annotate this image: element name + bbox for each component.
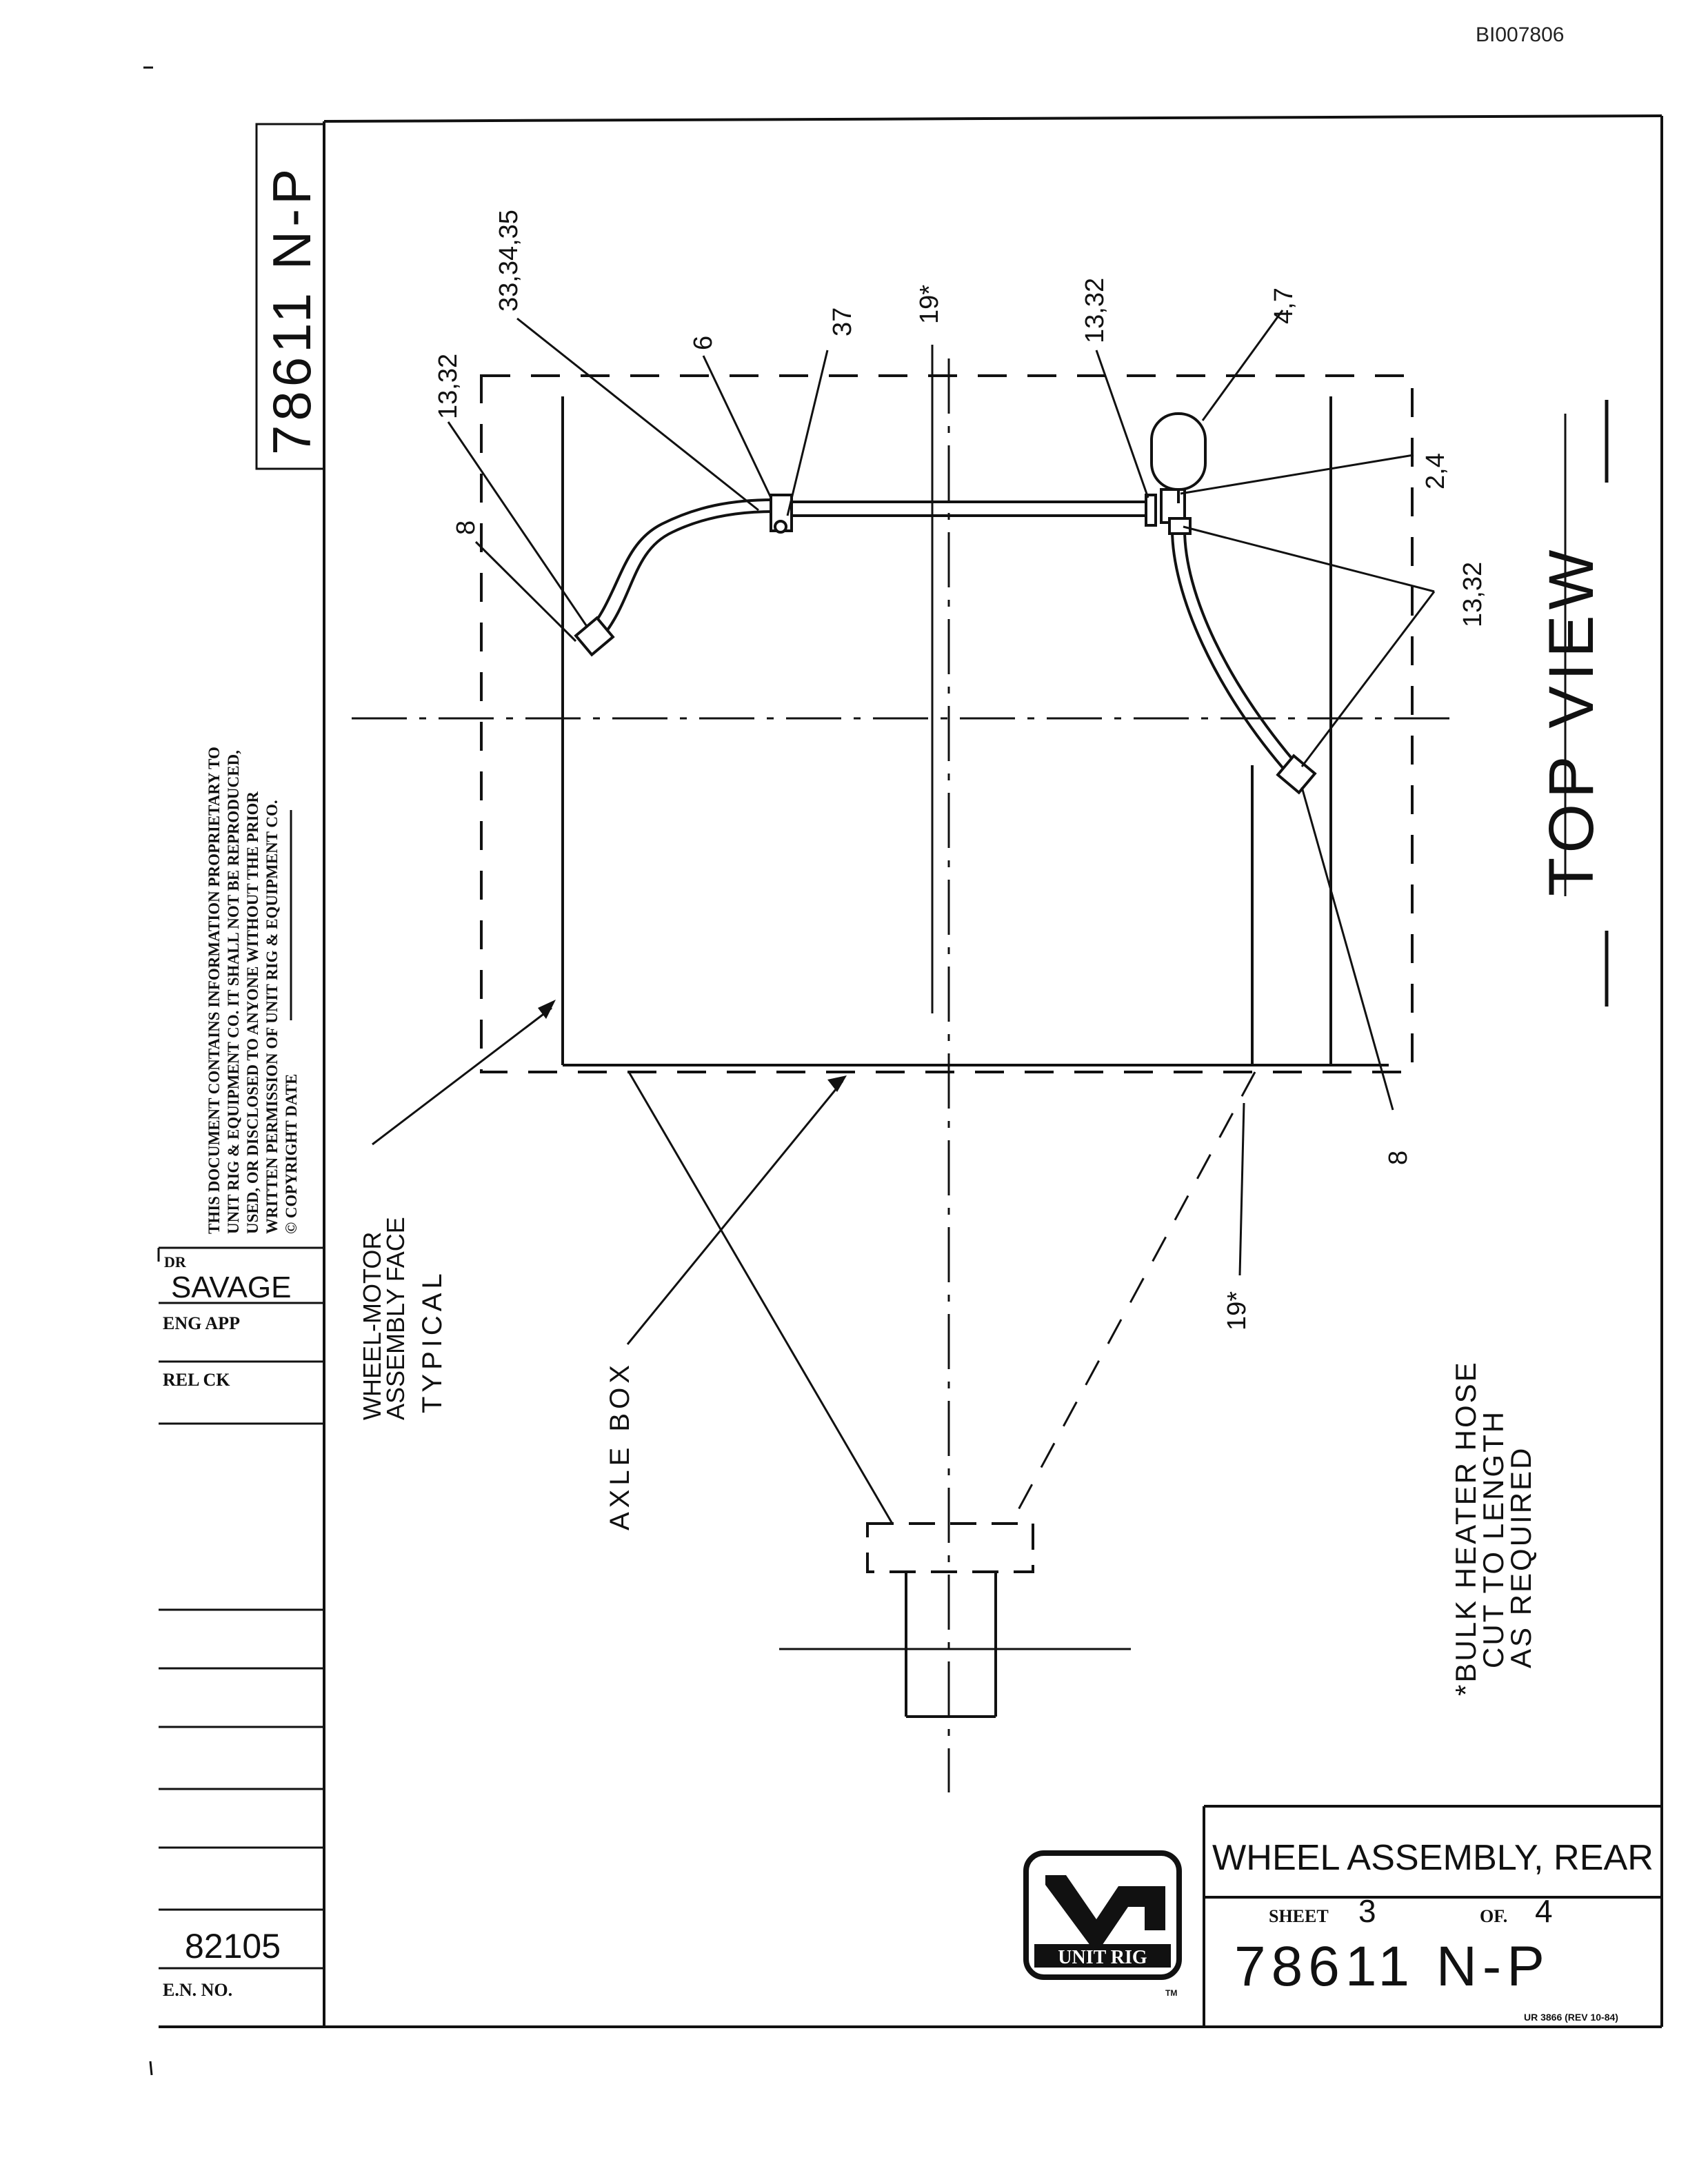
heater-tank — [1150, 412, 1207, 503]
logo-text: UNIT RIG — [1058, 1947, 1147, 1968]
heater-hose — [586, 498, 1302, 777]
sheet-label: SHEET — [1269, 1906, 1329, 1926]
axle-box-label: AXLE BOX — [605, 1361, 635, 1530]
rel-ck-label: REL CK — [163, 1370, 230, 1390]
callout-33-34-35: 33,34,35 — [494, 210, 523, 312]
callout-13-32-left: 13,32 — [434, 354, 463, 419]
arrowheads — [538, 1000, 847, 1092]
eng-app-label: ENG APP — [163, 1313, 240, 1333]
note: *BULK HEATER HOSE CUT TO LENGTH AS REQUI… — [1449, 1360, 1537, 1696]
en-number: 82105 — [185, 1927, 281, 1965]
wheel-motor-line-1: WHEEL-MOTOR — [358, 1232, 386, 1420]
vertical-drawing-number: 78611 N-P — [261, 165, 322, 455]
callout-6: 6 — [689, 336, 718, 350]
note-line-2: CUT TO LENGTH — [1477, 1410, 1509, 1668]
note-line-3: AS REQUIRED — [1505, 1446, 1537, 1668]
callout-8-lower: 8 — [1384, 1151, 1413, 1165]
view-title-text: TOP VIEW — [1536, 545, 1607, 896]
total-sheets: 4 — [1535, 1893, 1553, 1929]
wheel-motor-line-3: TYPICAL — [417, 1269, 448, 1413]
wheel-motor-line-2: ASSEMBLY FACE — [381, 1217, 410, 1420]
dr-name: SAVAGE — [171, 1271, 291, 1304]
hub — [779, 1522, 1131, 1718]
callouts: 13,32 8 33,34,35 6 37 19* 13,32 4,7 2,4 … — [434, 210, 1487, 1331]
callout-37: 37 — [828, 307, 857, 336]
callout-13-32-lower: 13,32 — [1458, 562, 1487, 627]
en-label: E.N. NO. — [163, 1980, 232, 2000]
note-line-1: *BULK HEATER HOSE — [1449, 1360, 1482, 1696]
notice-line-4: WRITTEN PERMISSION OF UNIT RIG & EQUIPME… — [263, 800, 281, 1234]
left-block — [157, 123, 325, 1970]
sheet-border — [159, 114, 1663, 2028]
sheet-number: 3 — [1358, 1893, 1376, 1929]
trademark: TM — [1165, 1988, 1177, 1998]
centerlines — [352, 358, 1462, 1792]
callout-19-bottom: 19* — [1223, 1291, 1252, 1331]
callout-4-7: 4,7 — [1269, 287, 1298, 324]
of-label: OF. — [1480, 1906, 1507, 1926]
hub-taper — [627, 1071, 1256, 1524]
notice-line-2: UNIT RIG & EQUIPMENT CO. IT SHALL NOT BE… — [225, 750, 242, 1234]
callout-19-top: 19* — [915, 285, 944, 324]
drawing-title: WHEEL ASSEMBLY, REAR — [1212, 1838, 1654, 1878]
dr-label: DR — [164, 1253, 187, 1271]
drawing-number: 78611 N-P — [1234, 1935, 1550, 1998]
callout-2-4: 2,4 — [1421, 453, 1450, 489]
scan-marks — [143, 66, 153, 2076]
callout-8-left: 8 — [452, 520, 481, 535]
unit-rig-logo: UNIT RIG — [1023, 1850, 1182, 1980]
leader-lines — [372, 310, 1436, 1345]
wheel-motor-label: WHEEL-MOTOR ASSEMBLY FACE TYPICAL — [358, 1217, 448, 1420]
view-title: TOP VIEW — [1536, 400, 1609, 1007]
title-block — [1203, 1805, 1662, 2027]
notice-line-5: © COPYRIGHT DATE — [283, 1074, 300, 1234]
notice-line-3: USED, OR DISCLOSED TO ANYONE WITHOUT THE… — [244, 791, 261, 1234]
callout-13-32-right: 13,32 — [1081, 278, 1109, 343]
notice-line-1: THIS DOCUMENT CONTAINS INFORMATION PROPR… — [205, 747, 223, 1234]
form-number: UR 3866 (REV 10-84) — [1524, 2012, 1618, 2023]
document-id: BI007806 — [1476, 23, 1565, 46]
proprietary-notice: THIS DOCUMENT CONTAINS INFORMATION PROPR… — [205, 747, 300, 1234]
axle-box-outline — [480, 374, 1414, 1073]
hose-fittings — [574, 488, 1317, 795]
